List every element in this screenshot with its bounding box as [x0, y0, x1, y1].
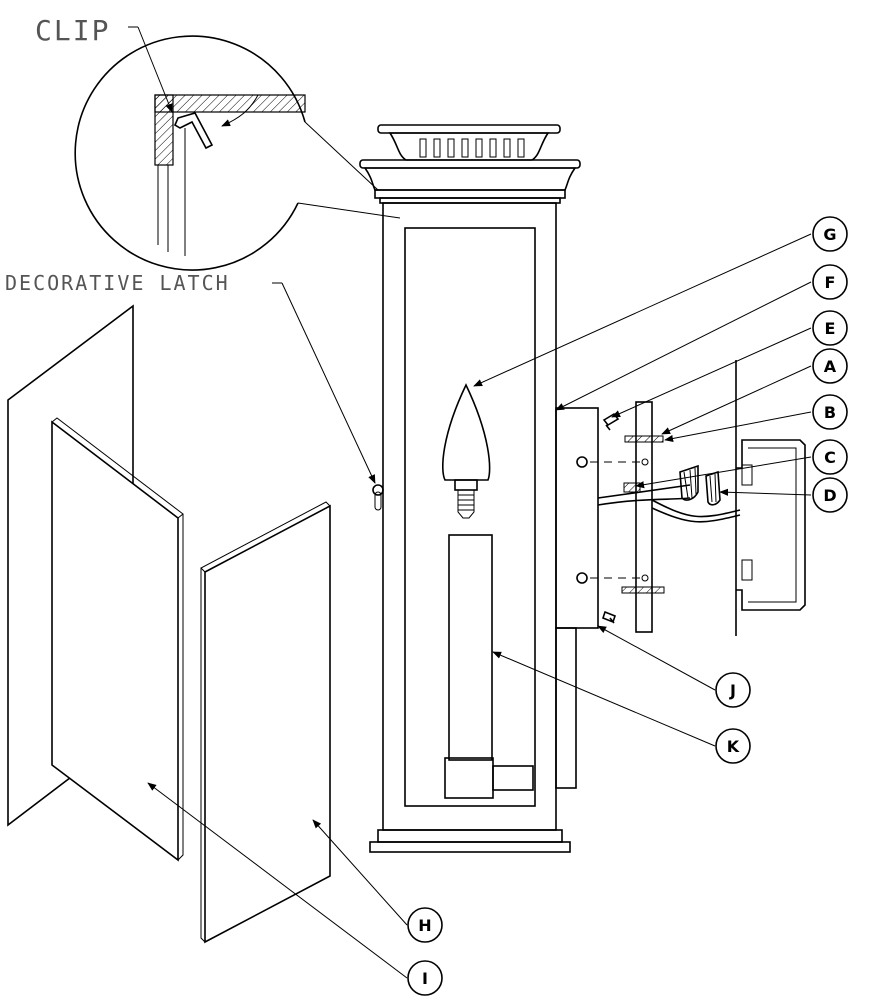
detail-circle [74, 35, 306, 271]
clip-detail: CLIP [35, 14, 401, 271]
glass-panels [7, 304, 331, 944]
candle-sleeve [448, 534, 493, 761]
latch-note: DECORATIVE LATCH [5, 271, 376, 484]
callout-c: C [812, 439, 848, 475]
callout-label-b: B [824, 403, 836, 422]
callout-d: D [812, 477, 848, 513]
callout-g: G [812, 216, 848, 252]
clip-label: CLIP [35, 14, 110, 47]
glass-panel-i [51, 420, 179, 862]
callout-label-c: C [824, 448, 836, 467]
callout-label-k: K [727, 737, 740, 756]
callout-a: A [812, 348, 848, 384]
callout-label-i: I [422, 969, 428, 988]
leader-lines [147, 233, 812, 979]
callout-j: J [715, 672, 751, 708]
junction-box [736, 439, 806, 611]
decorative-latch-icon [372, 484, 384, 496]
bulb-icon [441, 383, 491, 481]
wall-mount [555, 360, 806, 636]
callout-k: K [715, 728, 751, 764]
callout-label-g: G [823, 225, 836, 244]
callout-e: E [812, 310, 848, 346]
callout-label-a: A [824, 357, 837, 376]
callout-b: B [812, 394, 848, 430]
wire-nut-icon [679, 464, 699, 501]
callout-label-j: J [729, 681, 736, 700]
decorative-latch-label: DECORATIVE LATCH [5, 271, 230, 295]
callout-i: I [407, 960, 443, 996]
callout-label-e: E [825, 319, 836, 338]
clip-icon [173, 112, 214, 150]
mounting-plate [555, 407, 599, 629]
vent-slots [419, 138, 525, 158]
callout-f: F [812, 264, 848, 300]
lantern [359, 124, 581, 853]
callout-label-d: D [823, 486, 836, 505]
callout-label-f: F [825, 273, 836, 292]
callout-label-h: H [418, 916, 431, 935]
crossbar [635, 401, 653, 633]
callout-h: H [407, 907, 443, 943]
glass-panel-h [204, 504, 331, 944]
